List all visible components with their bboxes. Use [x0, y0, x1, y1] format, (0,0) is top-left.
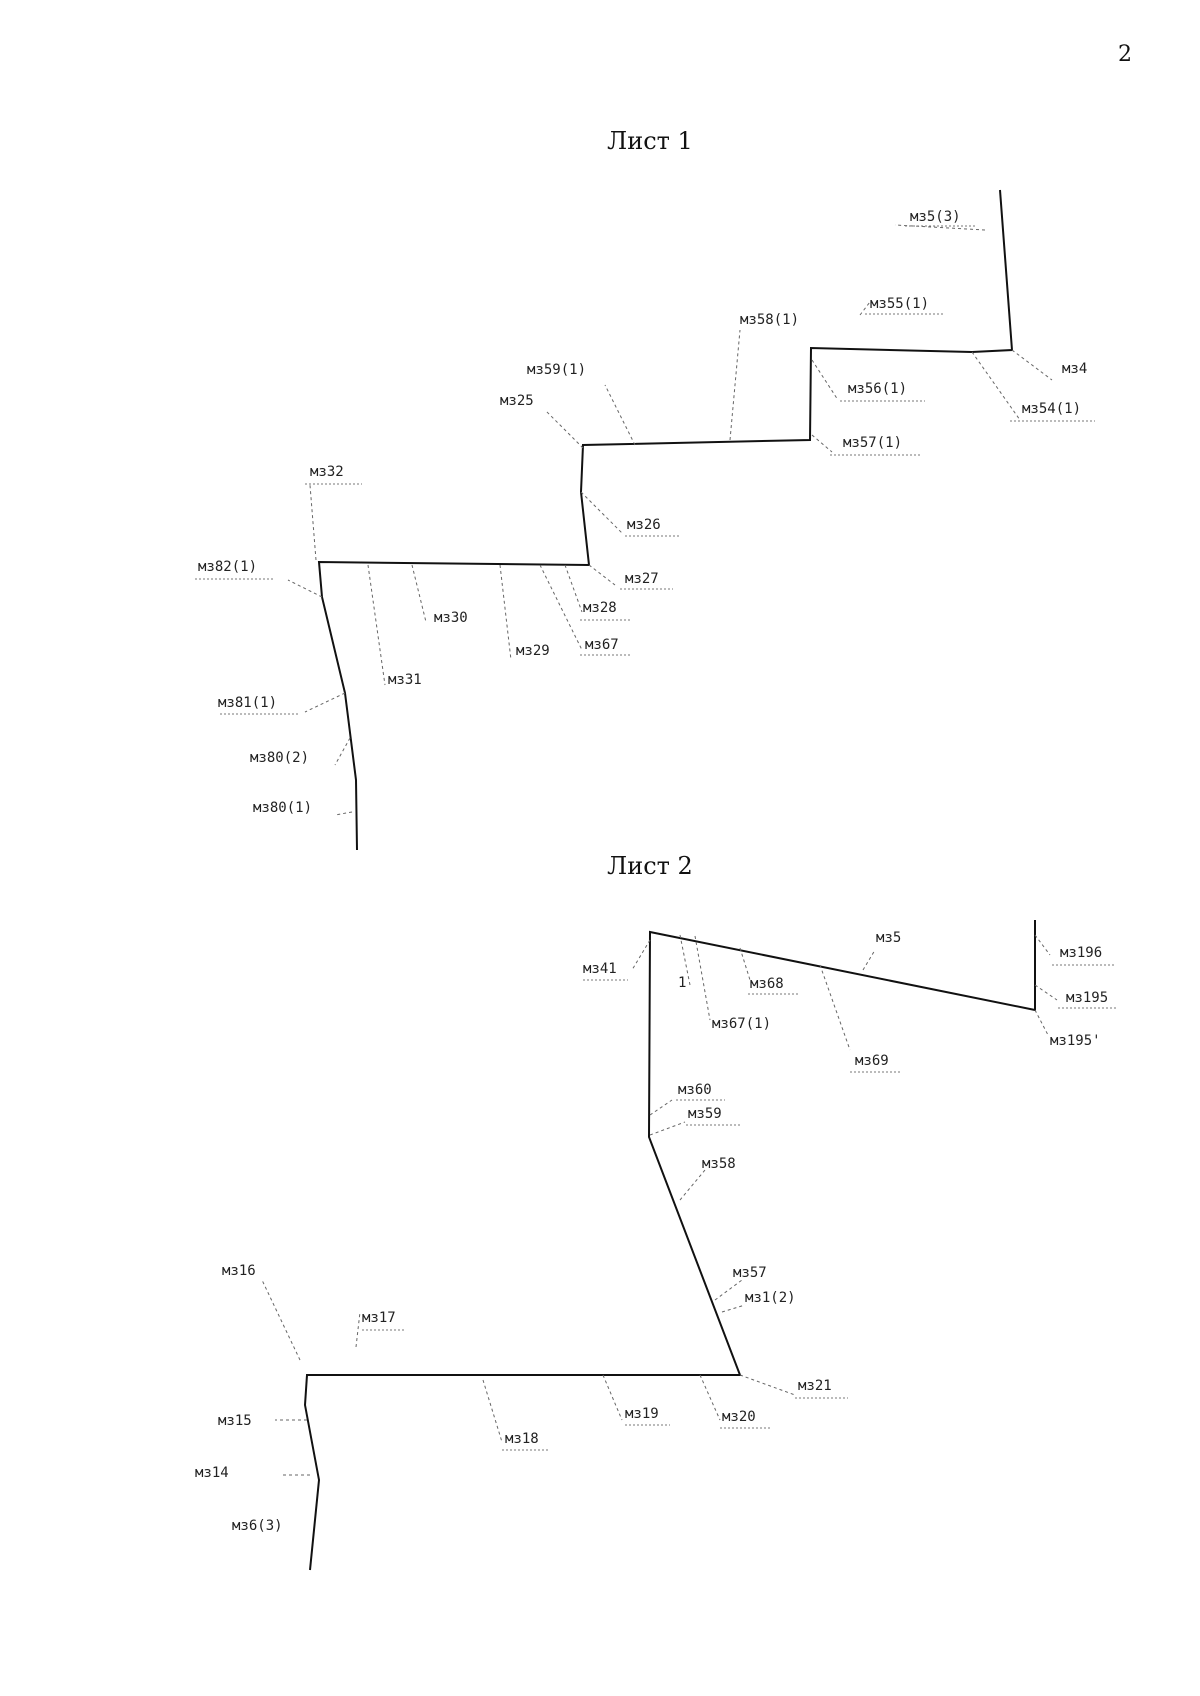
- label-mz16: мз16: [222, 1263, 256, 1279]
- label-mz55-1: мз55(1): [870, 296, 929, 312]
- label-mz20: мз20: [722, 1409, 756, 1425]
- label-mz17: мз17: [362, 1310, 396, 1326]
- label-mz19: мз19: [625, 1406, 659, 1422]
- label-mz60: мз60: [678, 1082, 712, 1098]
- label-mz57-1: мз57(1): [843, 435, 902, 451]
- page-number: 2: [1118, 42, 1132, 67]
- label-1: 1: [678, 975, 686, 991]
- label-mz54-1: мз54(1): [1022, 401, 1081, 417]
- label-mz30: мз30: [434, 610, 468, 626]
- label-mz31: мз31: [388, 672, 422, 688]
- sheet-1-title: Лист 1: [607, 127, 693, 155]
- label-mz67: мз67: [585, 637, 619, 653]
- label-mz67-1: мз67(1): [712, 1016, 771, 1032]
- label-mz25: мз25: [500, 393, 534, 409]
- label-mz58: мз58: [702, 1156, 736, 1172]
- label-mz56-1: мз56(1): [848, 381, 907, 397]
- label-mz4: мз4: [1062, 361, 1087, 377]
- label-mz80-1: мз80(1): [253, 800, 312, 816]
- label-mz195: мз195: [1066, 990, 1108, 1006]
- label-mz59-1: мз59(1): [527, 362, 586, 378]
- label-mz5: мз5: [876, 930, 901, 946]
- label-mz41: мз41: [583, 961, 617, 977]
- sheet-1-leaders: [287, 224, 1053, 816]
- label-mz26: мз26: [627, 517, 661, 533]
- label-mz6-3: мз6(3): [232, 1518, 283, 1534]
- sheet-1-boundary: [317, 189, 1014, 851]
- sheet-2-leaders: [261, 934, 1058, 1476]
- label-mz32: мз32: [310, 464, 344, 480]
- label-mz69: мз69: [855, 1053, 889, 1069]
- label-mz57: мз57: [733, 1265, 767, 1281]
- label-mz82-1: мз82(1): [198, 559, 257, 575]
- label-mz18: мз18: [505, 1431, 539, 1447]
- label-mz80-2: мз80(2): [250, 750, 309, 766]
- label-mz1-2: мз1(2): [745, 1290, 796, 1306]
- sheet-2-boundary: [303, 920, 1036, 1571]
- label-mz15: мз15: [218, 1413, 252, 1429]
- label-mz195-prime: мз195': [1050, 1033, 1101, 1049]
- label-mz196: мз196: [1060, 945, 1102, 961]
- label-mz58-1: мз58(1): [740, 312, 799, 328]
- label-mz5-3: мз5(3): [910, 209, 961, 225]
- label-mz28: мз28: [583, 600, 617, 616]
- label-mz21: мз21: [798, 1378, 832, 1394]
- label-mz29: мз29: [516, 643, 550, 659]
- sheet-1-underlines: [195, 225, 1095, 715]
- label-mz68: мз68: [750, 976, 784, 992]
- label-mz14: мз14: [195, 1465, 229, 1481]
- sheet-2-underlines: [362, 964, 1118, 1451]
- sheet-2-title: Лист 2: [607, 852, 693, 880]
- label-mz59: мз59: [688, 1106, 722, 1122]
- label-mz27: мз27: [625, 571, 659, 587]
- label-mz81-1: мз81(1): [218, 695, 277, 711]
